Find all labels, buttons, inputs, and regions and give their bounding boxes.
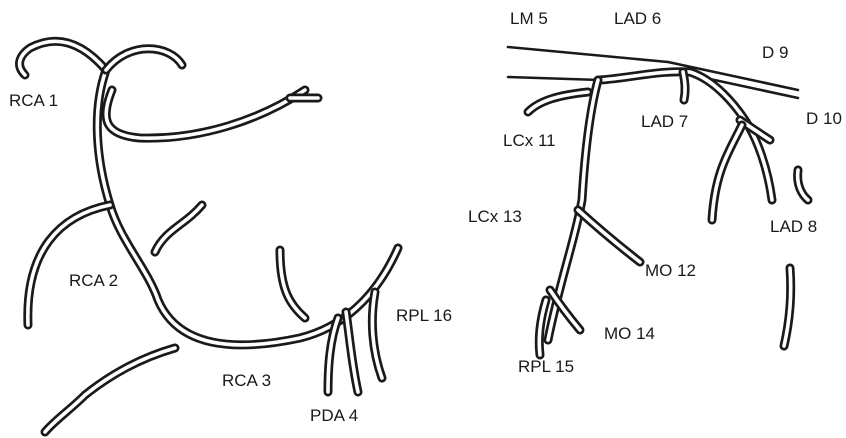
rca-proximal-vessel — [97, 70, 398, 345]
label-lad-6: LAD 6 — [614, 10, 661, 27]
lcx-11-branch — [528, 92, 588, 112]
rca-posterior-branch — [280, 250, 305, 318]
label-pda-4: PDA 4 — [310, 407, 358, 424]
label-rca-3: RCA 3 — [222, 372, 271, 389]
label-lcx-13: LCx 13 — [468, 208, 522, 225]
label-rca-2: RCA 2 — [69, 272, 118, 289]
mo-12-branch — [578, 210, 640, 262]
label-rca-1: RCA 1 — [9, 92, 58, 109]
label-mo-14: MO 14 — [604, 325, 655, 342]
lad-7-branch — [683, 72, 685, 100]
label-mo-12: MO 12 — [645, 262, 696, 279]
label-lm-5: LM 5 — [510, 10, 548, 27]
rpl-branch — [372, 292, 382, 378]
rca-left-marginal-branch — [28, 205, 110, 325]
label-lcx-11: LCx 11 — [503, 132, 556, 149]
left-coronary-tree — [508, 47, 808, 355]
label-rpl-16: RPL 16 — [396, 307, 452, 324]
label-rpl-15: RPL 15 — [518, 358, 574, 375]
rpl-15-branch — [539, 300, 546, 355]
label-lad-8: LAD 8 — [770, 218, 817, 235]
lad-distal-segment — [784, 268, 791, 346]
right-coronary-tree — [20, 41, 398, 432]
label-d-9: D 9 — [762, 44, 788, 61]
rca-distal-lower-branch — [45, 348, 175, 432]
rca-conus-branch — [106, 90, 318, 138]
rca-small-branch — [155, 205, 202, 252]
label-lad-7: LAD 7 — [641, 113, 688, 130]
rca-top-arch-branch — [20, 41, 182, 75]
label-d-10: D 10 — [806, 110, 842, 127]
